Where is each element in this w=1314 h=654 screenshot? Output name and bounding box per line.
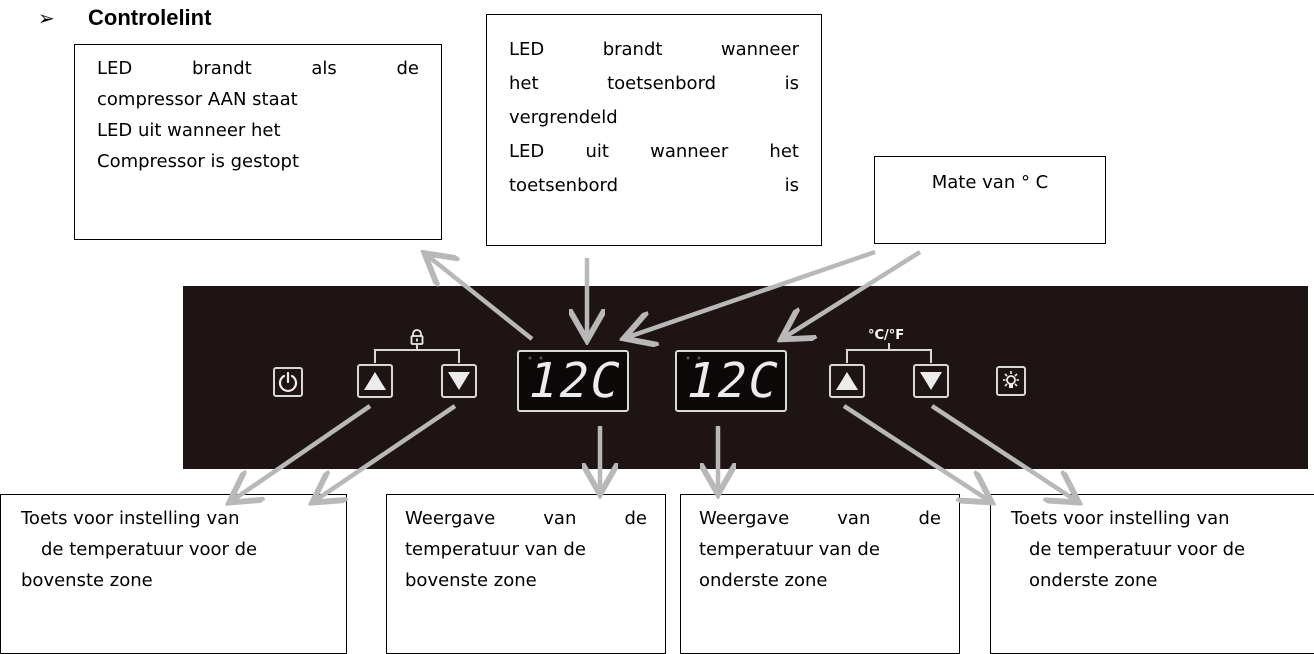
- triangle-down-icon: [448, 372, 470, 390]
- light-bulb-icon: [1003, 371, 1019, 388]
- callout-line: LED uit wanneer het: [509, 141, 799, 162]
- callout-line: onderste zone: [699, 570, 828, 591]
- power-icon: [278, 371, 298, 393]
- upper-zone-down-button[interactable]: [441, 364, 477, 398]
- indicator-dots: [528, 356, 543, 360]
- callout-line: Weergave van de: [405, 508, 647, 529]
- callout-line: LED brandt als de: [97, 58, 419, 79]
- callout-line: LED uit wanneer het: [97, 120, 281, 141]
- callout-upper-display: Weergave van de temperatuur van de boven…: [386, 494, 666, 654]
- upper-keys-bracket: [374, 349, 460, 363]
- callout-line: LED brandt wanneer: [509, 39, 799, 60]
- lower-zone-up-button[interactable]: [829, 364, 865, 398]
- upper-zone-temperature: 12C: [522, 353, 628, 409]
- callout-line: de temperatuur voor de: [41, 539, 258, 560]
- power-button[interactable]: [273, 367, 303, 397]
- lower-keys-bracket: [846, 349, 932, 363]
- callout-line: onderste zone: [1029, 570, 1158, 591]
- callout-line: het toetsenbord is: [509, 73, 799, 94]
- callout-compressor-led: LED brandt als de compressor AAN staat L…: [74, 44, 442, 240]
- upper-zone-display: 12C: [517, 350, 629, 412]
- upper-zone-up-button[interactable]: [357, 364, 393, 398]
- callout-line: bovenste zone: [405, 570, 537, 591]
- callout-keypad-lock-led: LED brandt wanneer het toetsenbord is ve…: [486, 14, 822, 246]
- callout-line: temperatuur van de: [405, 539, 586, 560]
- triangle-up-icon: [836, 372, 858, 390]
- callout-line: Mate van ° C: [931, 172, 1049, 193]
- callout-line: Weergave van de: [699, 508, 941, 529]
- indicator-dots: [686, 356, 701, 360]
- section-heading: ➢ Controlelint: [38, 2, 211, 34]
- callout-lower-set-keys: Toets voor instelling van de temperatuur…: [990, 494, 1314, 654]
- bullet-arrow-icon: ➢: [38, 6, 55, 30]
- callout-line: Toets voor instelling van: [21, 508, 240, 529]
- callout-degree-c: Mate van ° C: [874, 156, 1106, 244]
- heading-title: Controlelint: [88, 5, 212, 30]
- lower-zone-down-button[interactable]: [913, 364, 949, 398]
- light-button[interactable]: [996, 366, 1026, 396]
- callout-line: vergrendeld: [509, 107, 618, 128]
- triangle-up-icon: [364, 372, 386, 390]
- upper-keys-bracket-stem: [416, 343, 418, 350]
- callout-line: temperatuur van de: [699, 539, 880, 560]
- callout-line: bovenste zone: [21, 570, 153, 591]
- triangle-down-icon: [920, 372, 942, 390]
- callout-line: toetsenbord is: [509, 175, 799, 196]
- callout-line: Compressor is gestopt: [97, 151, 300, 172]
- callout-line: Toets voor instelling van: [1011, 508, 1230, 529]
- callout-line: de temperatuur voor de: [1029, 539, 1246, 560]
- callout-line: compressor AAN staat: [97, 89, 298, 110]
- unit-toggle-label: °C/°F: [868, 328, 905, 343]
- lower-zone-display: 12C: [675, 350, 787, 412]
- lower-keys-bracket-stem: [888, 343, 890, 350]
- callout-lower-display: Weergave van de temperatuur van de onder…: [680, 494, 960, 654]
- callout-upper-set-keys: Toets voor instelling van de temperatuur…: [0, 494, 347, 654]
- lower-zone-temperature: 12C: [680, 353, 786, 409]
